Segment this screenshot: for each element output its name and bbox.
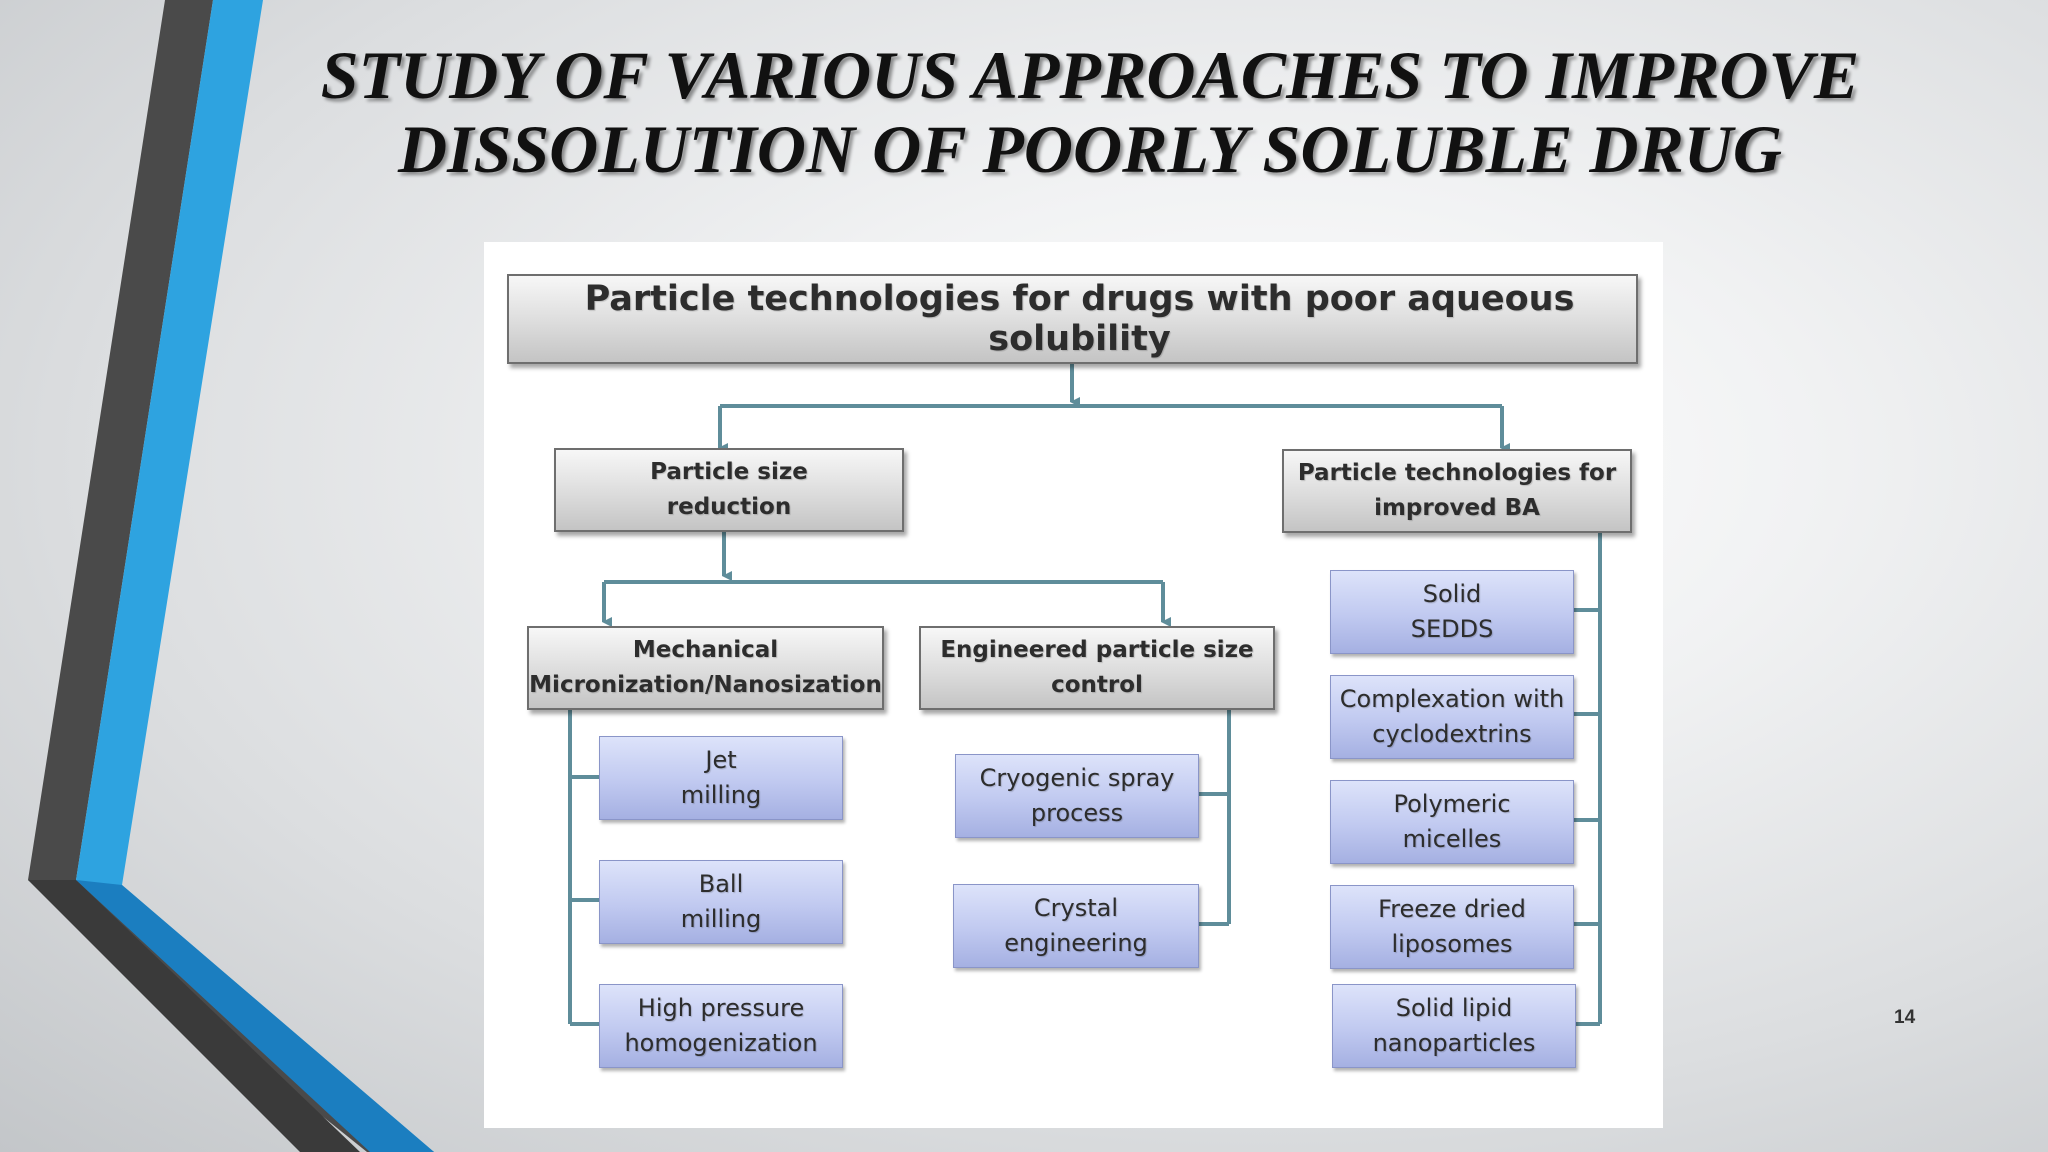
engineered-label-1: Engineered particle size [940, 637, 1254, 663]
root-label: Particle technologies for drugs with poo… [584, 279, 1575, 359]
diagram-panel: Particle technologies for drugs with poo… [484, 242, 1663, 1128]
ball-milling-box: Ball milling [599, 860, 843, 944]
cryogenic-spray-label-2: process [1030, 799, 1124, 827]
mechanical-label-2: Micronization/Nanosization [529, 672, 882, 698]
engineered-box: Engineered particle size control [919, 626, 1275, 710]
cryogenic-spray-box: Cryogenic spray process [955, 754, 1199, 838]
connector-lines [568, 364, 1602, 1026]
freeze-dried-liposomes-box: Freeze dried liposomes [1330, 885, 1574, 969]
solid-lipid-nanoparticles-box: Solid lipid nanoparticles [1332, 984, 1576, 1068]
cyclodextrin-complexation-box: Complexation with cyclodextrins [1330, 675, 1574, 759]
dark-stripe [28, 0, 434, 1152]
solid-lipid-label-2: nanoparticles [1372, 1029, 1536, 1057]
improved-ba-label-2: improved BA [1374, 495, 1540, 521]
page-number: 14 [1894, 1007, 1916, 1028]
solid-sedds-label-1: Solid [1422, 580, 1482, 608]
engineered-label-2: control [1051, 672, 1143, 698]
slide-title-line2: DISSOLUTION OF POORLY SOLUBLE DRUG [397, 111, 1783, 187]
blue-stripe [76, 0, 434, 1152]
crystal-engineering-label-1: Crystal [1033, 894, 1119, 922]
solid-lipid-label-1: Solid lipid [1395, 994, 1513, 1022]
jet-milling-box: Jet milling [599, 736, 843, 820]
polymeric-micelles-box: Polymeric micelles [1330, 780, 1574, 864]
cyclodextrin-label-1: Complexation with [1339, 685, 1565, 713]
ball-milling-label-1: Ball [698, 870, 744, 898]
high-pressure-label-2: homogenization [624, 1029, 818, 1057]
ball-milling-label-2: milling [680, 905, 762, 933]
polymeric-micelles-label-2: micelles [1402, 825, 1502, 853]
jet-milling-label-1: Jet [705, 746, 737, 774]
jet-milling-label-2: milling [680, 781, 762, 809]
mechanical-label-1: Mechanical [632, 637, 779, 663]
improved-ba-box: Particle technologies for improved BA [1282, 449, 1632, 533]
cryogenic-spray-label-1: Cryogenic spray [979, 764, 1175, 792]
liposomes-label-2: liposomes [1391, 930, 1513, 958]
high-pressure-label-1: High pressure [637, 994, 805, 1022]
polymeric-micelles-label-1: Polymeric [1393, 790, 1511, 818]
size-reduction-label-1: Particle size [650, 459, 808, 485]
size-reduction-box: Particle size reduction [554, 448, 904, 532]
high-pressure-homogenization-box: High pressure homogenization [599, 984, 843, 1068]
slide-title-line1: STUDY OF VARIOUS APPROACHES TO IMPROVE [320, 37, 1860, 113]
deep-blue-band [76, 880, 434, 1152]
liposomes-label-1: Freeze dried [1378, 895, 1526, 923]
size-reduction-label-2: reduction [666, 494, 792, 520]
crystal-engineering-box: Crystal engineering [953, 884, 1199, 968]
cyclodextrin-label-2: cyclodextrins [1372, 720, 1532, 748]
solid-sedds-label-2: SEDDS [1410, 615, 1494, 643]
root-box: Particle technologies for drugs with poo… [507, 274, 1638, 364]
crystal-engineering-label-2: engineering [1004, 929, 1148, 957]
dark-edge-lower [28, 880, 360, 1152]
improved-ba-label-1: Particle technologies for [1297, 460, 1617, 486]
